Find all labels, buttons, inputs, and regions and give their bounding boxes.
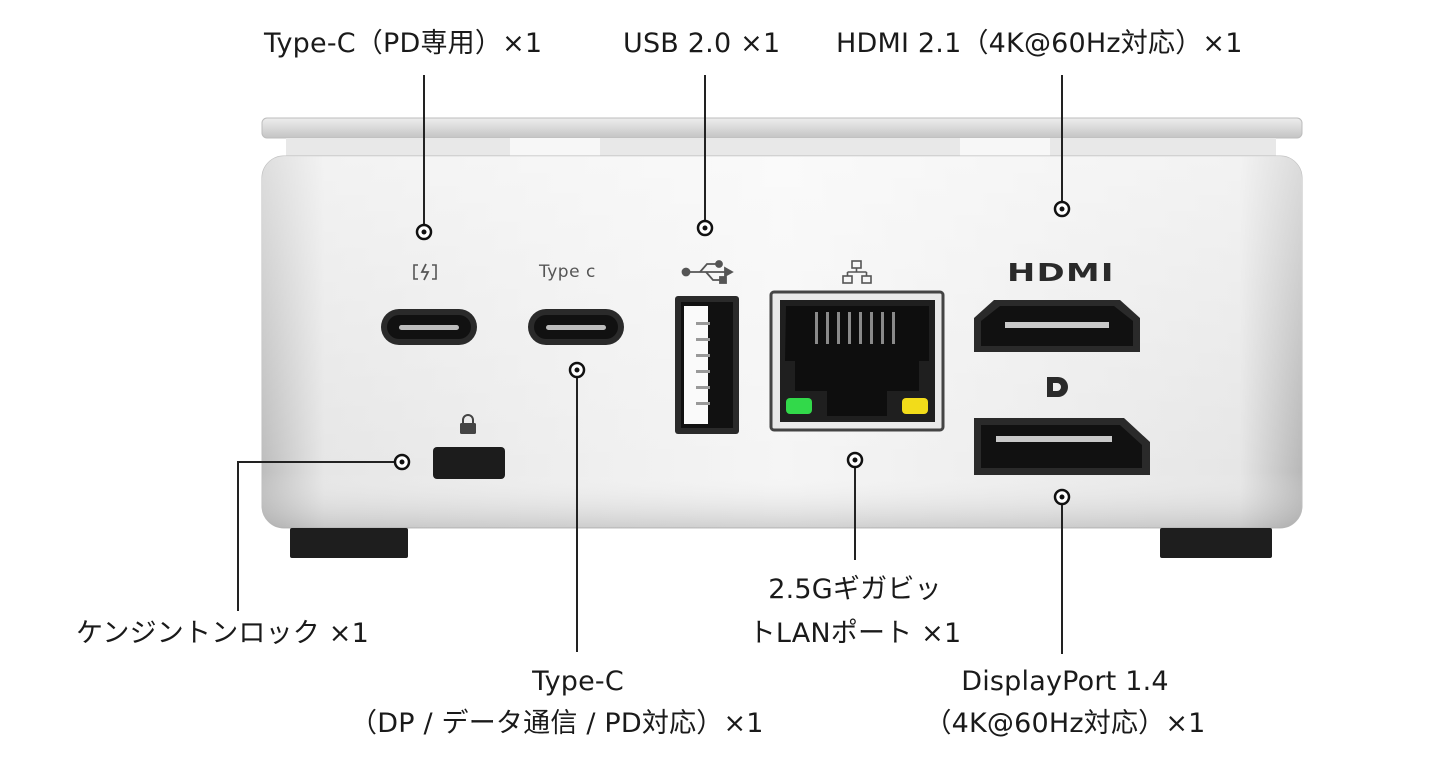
label-hdmi21: HDMI 2.1（4K@60Hz対応）×1	[836, 28, 1243, 59]
hdmi-logo: HDMI	[1007, 258, 1115, 287]
left-foot	[290, 528, 408, 558]
lan-port	[769, 290, 945, 432]
kensington-slot	[433, 447, 505, 479]
usb-trident-icon	[681, 260, 734, 284]
label-lan-line2: トLANポート ×1	[748, 618, 962, 649]
callout-dots	[393, 200, 1071, 506]
lock-icon	[460, 414, 476, 434]
displayport-logo-icon	[1047, 377, 1068, 397]
lan-led-yellow	[902, 398, 928, 414]
label-lan-line1: 2.5Gギガビッ	[768, 574, 942, 605]
label-dp-line1: DisplayPort 1.4	[961, 666, 1169, 697]
typec-pd-port	[381, 309, 477, 345]
lan-led-green	[786, 398, 812, 414]
label-dp-line2: （4K@60Hz対応）×1	[924, 708, 1206, 739]
power-delivery-icon	[413, 263, 437, 281]
top-lid	[261, 117, 1303, 158]
label-usb20: USB 2.0 ×1	[623, 28, 781, 59]
right-foot	[1160, 528, 1272, 558]
typec-multi-port	[528, 309, 624, 345]
ethernet-network-icon	[842, 260, 872, 284]
displayport-port	[974, 418, 1150, 475]
usb-a-port	[675, 296, 739, 434]
label-typec-multi-line2: （DP / データ通信 / PD対応）×1	[350, 708, 764, 739]
typec-marking-text: Type c	[539, 262, 596, 282]
label-typec-multi-line1: Type-C	[532, 666, 624, 697]
label-kensington: ケンジントンロック ×1	[76, 618, 369, 649]
label-typec-pd: Type-C（PD専用）×1	[264, 28, 543, 59]
callout-lines	[237, 75, 1063, 654]
hdmi-port	[974, 300, 1140, 352]
